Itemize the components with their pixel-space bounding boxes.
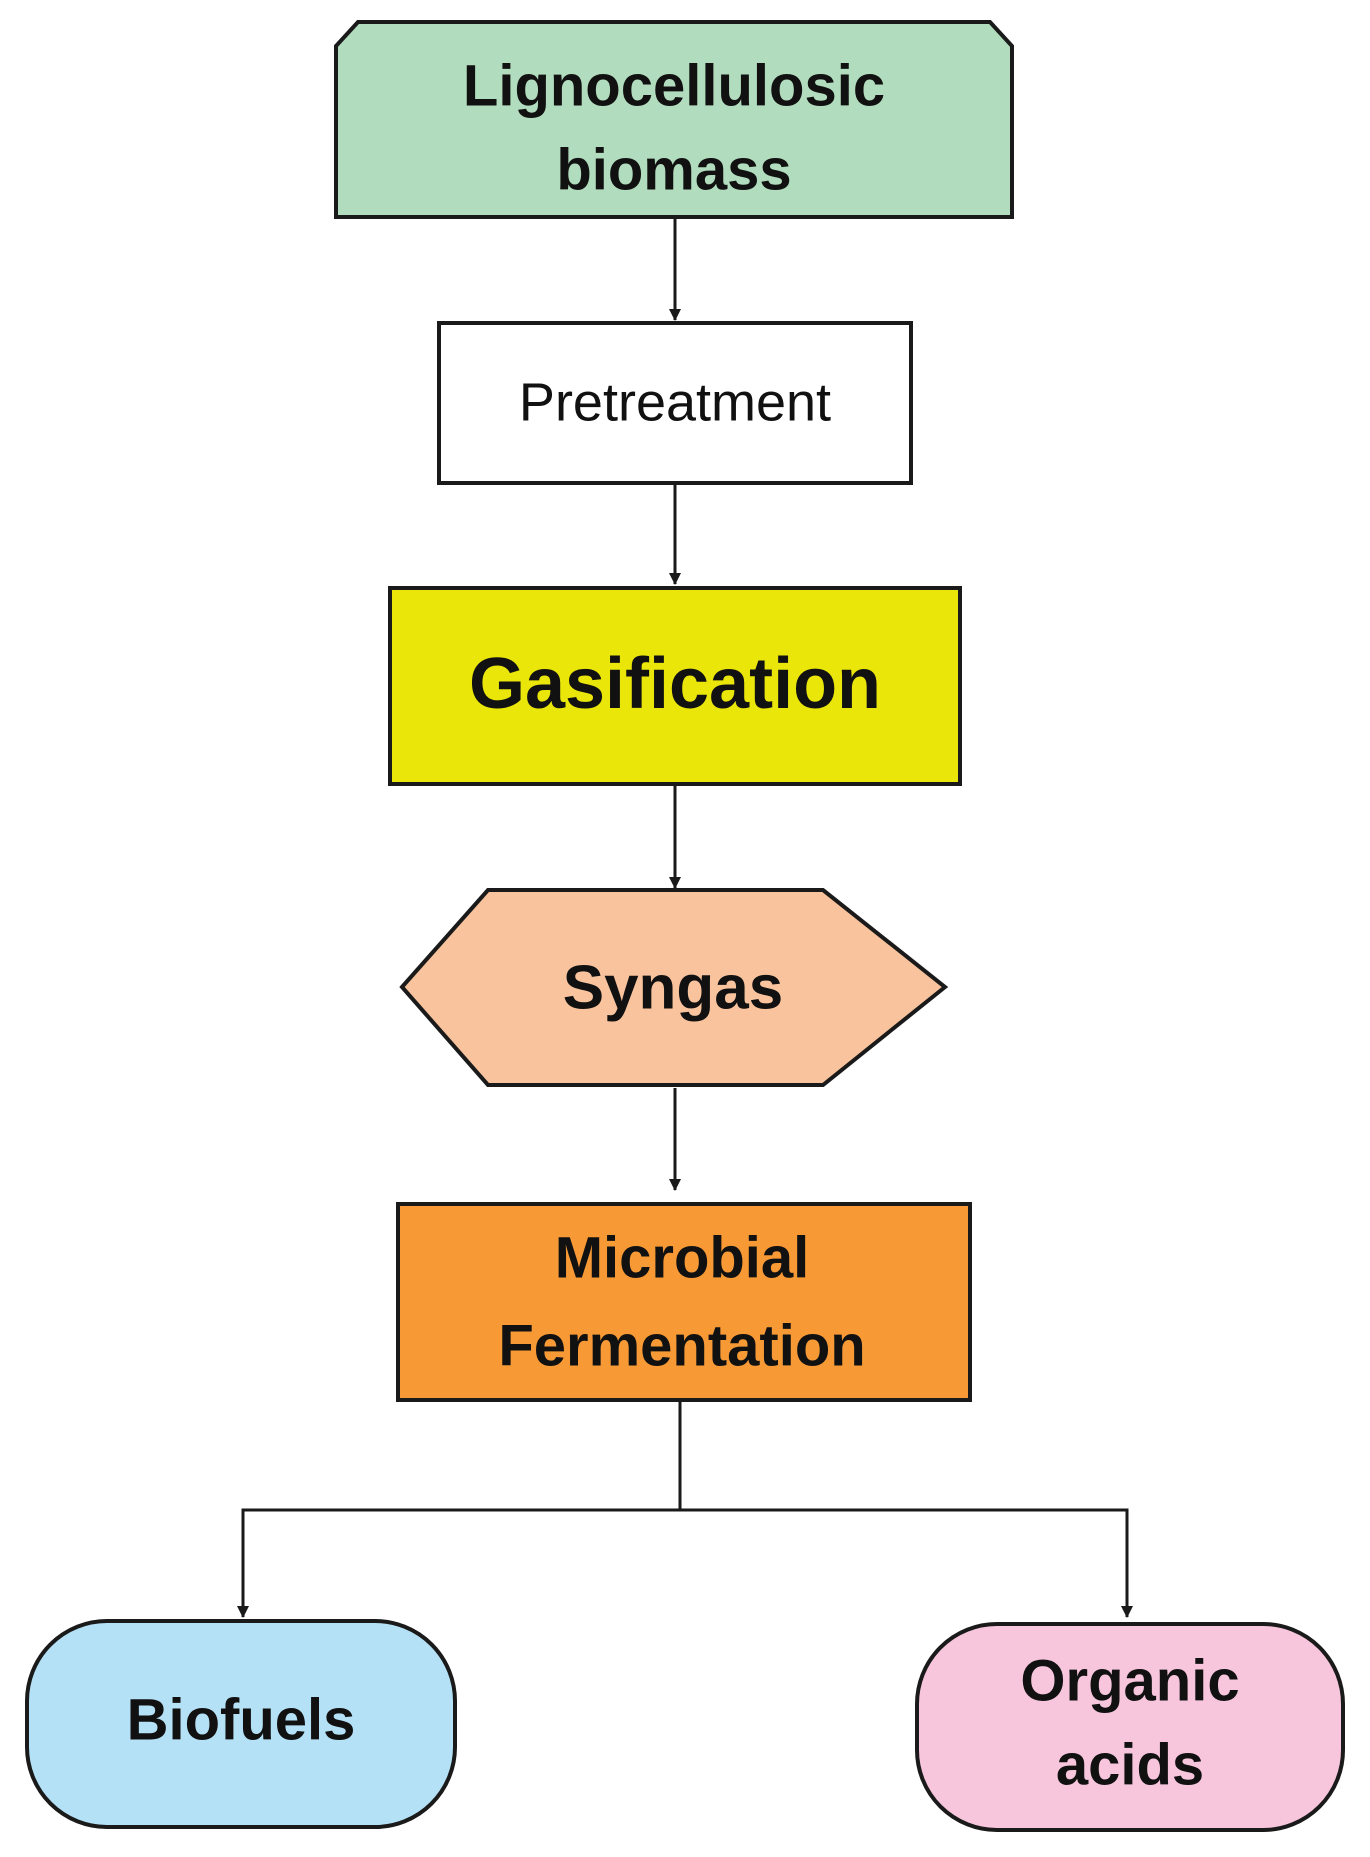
node-syngas-shape [399, 888, 949, 1087]
node-organic-acids-shape [915, 1622, 1345, 1832]
node-organic-acids: Organic acids [915, 1622, 1345, 1832]
node-biofuels-label: Biofuels [127, 1687, 356, 1752]
node-pretreatment: Pretreatment [437, 321, 913, 485]
node-biomass-label-line1: Lignocellulosic [463, 53, 885, 118]
node-syngas: Syngas [399, 888, 949, 1087]
node-biofuels: Biofuels [25, 1619, 457, 1829]
node-syngas-label: Syngas [563, 953, 784, 1022]
edge-fermentation-organic-acids [680, 1508, 1133, 1618]
node-gasification-label: Gasification [469, 644, 881, 724]
node-gasification: Gasification [388, 586, 962, 786]
node-organic-acids-label-line1: Organic [1020, 1648, 1239, 1713]
node-biomass-shape [334, 20, 1014, 219]
node-biofuels-shape [25, 1619, 457, 1829]
node-microbial-fermentation: Microbial Fermentation [396, 1202, 972, 1402]
node-fermentation-label-line1: Microbial [555, 1225, 810, 1290]
node-pretreatment-shape [437, 321, 913, 485]
node-fermentation-shape [396, 1202, 972, 1402]
node-biomass-label-line2: biomass [556, 137, 791, 202]
edge-fermentation-biofuels [237, 1508, 680, 1618]
node-gasification-shape [388, 586, 962, 786]
node-lignocellulosic-biomass: Lignocellulosic biomass [334, 20, 1014, 219]
node-fermentation-label-line2: Fermentation [498, 1313, 865, 1378]
node-pretreatment-label: Pretreatment [519, 372, 831, 432]
node-organic-acids-label-line2: acids [1056, 1732, 1204, 1797]
connectors [237, 218, 1133, 1618]
